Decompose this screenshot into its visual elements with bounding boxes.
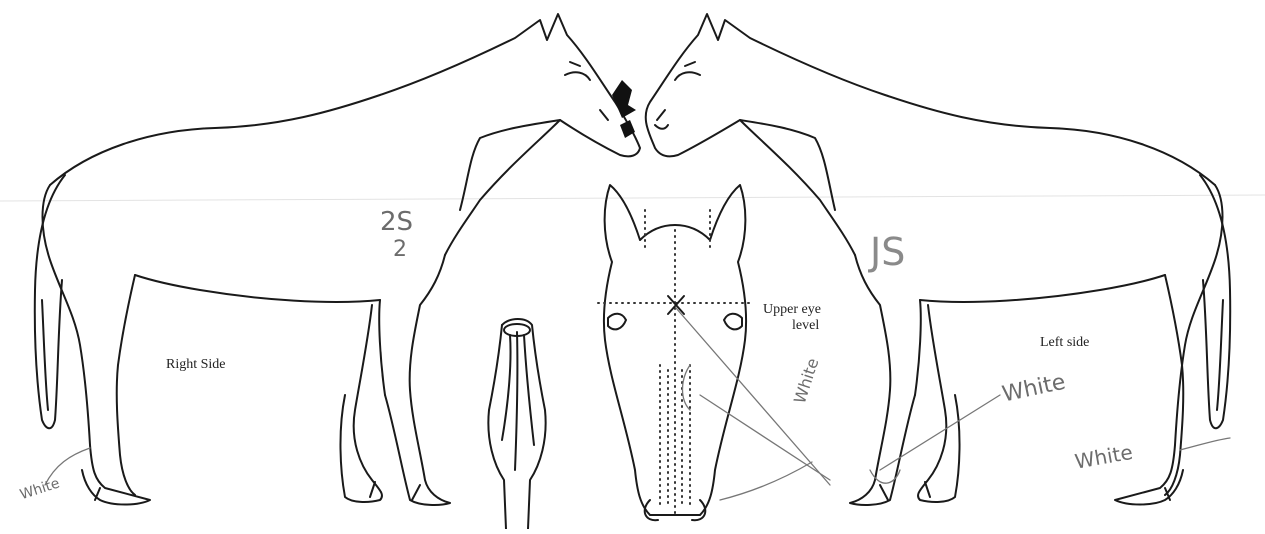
left-side-horse-outline — [646, 14, 1231, 505]
upper-eye-label-line1: Upper eye — [763, 302, 821, 318]
face-marking-spot — [612, 80, 636, 118]
scan-fold-line — [0, 195, 1265, 201]
left-side-label: Left side — [1040, 335, 1089, 351]
face-marking-spot-2 — [620, 120, 635, 138]
front-view-head-outline — [598, 185, 752, 520]
handwritten-body-mark-left: JS — [870, 230, 905, 274]
front-leg-view-outline — [488, 319, 545, 529]
right-side-label: Right Side — [166, 357, 226, 373]
upper-eye-label-line2: level — [792, 318, 819, 334]
handwritten-body-mark-right: 2S — [380, 207, 413, 237]
right-side-horse-outline — [35, 14, 640, 505]
handwritten-body-mark-right-2: 2 — [393, 237, 407, 262]
